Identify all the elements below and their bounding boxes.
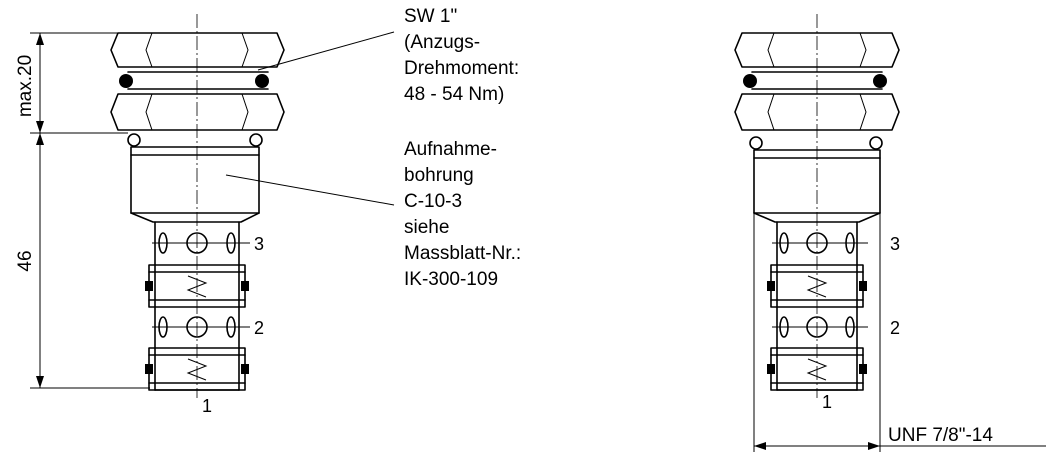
bore-callout-line-3: C-10-3 bbox=[404, 191, 462, 212]
left-port-1-label: 1 bbox=[202, 396, 212, 416]
right-o-ring bbox=[743, 71, 887, 90]
right-port-3-label: 3 bbox=[890, 234, 900, 254]
left-dimension-lines bbox=[30, 32, 150, 389]
wrench-leader-line bbox=[257, 31, 395, 71]
right-valve-stem bbox=[767, 221, 868, 391]
bore-callout-line-1: Aufnahme- bbox=[404, 139, 497, 160]
left-valve-body bbox=[130, 146, 260, 223]
bore-callout-line-4: siehe bbox=[404, 217, 449, 238]
bore-callout: Aufnahme- bohrung C-10-3 siehe Massblatt… bbox=[404, 139, 521, 290]
bore-leader-line bbox=[225, 174, 395, 206]
right-valve-view: UNF 7/8"-14 3 2 1 bbox=[734, 14, 1046, 452]
seal-height-dimension: max.20 bbox=[15, 55, 36, 117]
thread-dimension-lines bbox=[753, 213, 1046, 452]
left-valve-stem bbox=[145, 221, 250, 391]
right-upper-hex-nut bbox=[734, 32, 900, 68]
wrench-callout-line-3: Drehmoment: bbox=[404, 58, 519, 79]
wrench-callout-line-4: 48 - 54 Nm) bbox=[404, 84, 504, 105]
bore-callout-line-5: Massblatt-Nr.: bbox=[404, 243, 521, 264]
wrench-callout-line-2: (Anzugs- bbox=[404, 32, 480, 53]
body-length-dimension: 46 bbox=[15, 250, 36, 271]
right-port-1-label: 1 bbox=[822, 392, 832, 412]
wrench-callout: SW 1" (Anzugs- Drehmoment: 48 - 54 Nm) bbox=[404, 6, 519, 105]
thread-spec-label: UNF 7/8"-14 bbox=[888, 425, 993, 446]
left-port-3-label: 3 bbox=[254, 234, 264, 254]
right-seal-ring-left bbox=[749, 136, 763, 150]
left-lower-hex-nut bbox=[110, 93, 285, 131]
left-o-ring bbox=[119, 71, 269, 90]
wrench-callout-line-1: SW 1" bbox=[404, 6, 457, 27]
right-lower-hex-nut bbox=[734, 93, 900, 131]
right-seal-ring-right bbox=[869, 136, 883, 150]
right-port-2-label: 2 bbox=[890, 318, 900, 338]
left-valve-view: max.20 46 3 2 1 bbox=[15, 14, 395, 416]
bore-callout-line-6: IK-300-109 bbox=[404, 269, 498, 290]
bore-callout-line-2: bohrung bbox=[404, 165, 474, 186]
left-port-2-label: 2 bbox=[254, 318, 264, 338]
left-seal-ring-left bbox=[127, 133, 141, 147]
left-upper-hex-nut bbox=[110, 32, 285, 68]
left-seal-ring-right bbox=[249, 133, 263, 147]
